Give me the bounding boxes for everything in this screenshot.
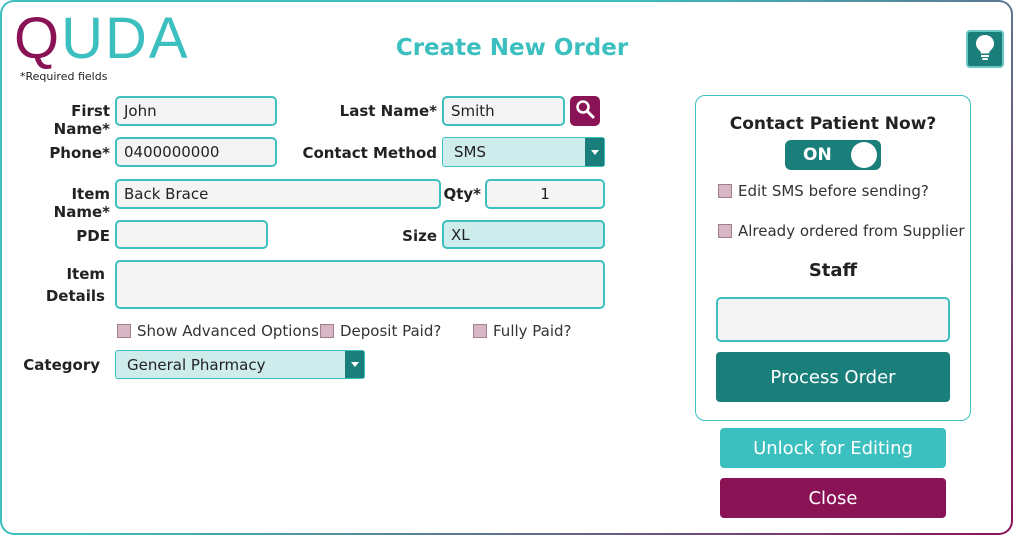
close-button[interactable]: Close [720, 478, 946, 518]
checkbox-box[interactable] [117, 324, 131, 338]
item-name-label: Item Name* [53, 185, 110, 221]
category-value: General Pharmacy [127, 355, 266, 374]
pde-label: PDE [76, 227, 110, 245]
toggle-knob [851, 142, 877, 168]
search-button[interactable] [570, 96, 600, 126]
contact-patient-now-label: Contact Patient Now? [729, 114, 937, 134]
last-name-label: Last Name* [339, 102, 437, 120]
lightbulb-icon [975, 34, 995, 64]
contact-panel [695, 95, 971, 421]
deposit-paid-checkbox[interactable]: Deposit Paid? [320, 322, 441, 340]
contact-now-toggle[interactable]: ON [785, 140, 881, 170]
first-name-input[interactable]: John [115, 96, 277, 126]
fully-paid-checkbox[interactable]: Fully Paid? [473, 322, 572, 340]
contact-method-label: Contact Method [302, 144, 437, 162]
quda-logo: QUDA [14, 6, 190, 71]
last-name-input[interactable]: Smith [442, 96, 565, 126]
checkbox-box[interactable] [718, 184, 732, 198]
staff-label: Staff [808, 260, 858, 281]
qty-input[interactable]: 1 [485, 179, 605, 209]
item-details-label: Item Details [45, 265, 105, 305]
checkbox-box[interactable] [473, 324, 487, 338]
contact-method-select[interactable]: SMS [442, 137, 605, 167]
show-advanced-checkbox[interactable]: Show Advanced Options [117, 322, 319, 340]
checkbox-box[interactable] [718, 224, 732, 238]
item-name-input[interactable]: Back Brace [115, 179, 441, 209]
contact-method-value: SMS [454, 143, 486, 161]
process-order-button[interactable]: Process Order [716, 352, 950, 402]
checkbox-box[interactable] [320, 324, 334, 338]
staff-input[interactable] [716, 297, 950, 342]
category-label: Category [23, 356, 100, 374]
edit-sms-checkbox[interactable]: Edit SMS before sending? [718, 182, 929, 200]
first-name-label: First Name* [53, 102, 110, 138]
size-input[interactable]: XL [442, 220, 605, 249]
search-icon [575, 99, 595, 123]
pde-input[interactable] [115, 220, 268, 249]
category-select[interactable]: General Pharmacy [115, 350, 365, 379]
item-details-textarea[interactable] [115, 260, 605, 309]
qty-label: Qty* [443, 185, 481, 203]
phone-label: Phone* [49, 144, 110, 162]
unlock-for-editing-button[interactable]: Unlock for Editing [720, 428, 946, 468]
phone-input[interactable]: 0400000000 [115, 137, 277, 167]
chevron-down-icon[interactable] [585, 138, 604, 166]
page-title: Create New Order [395, 35, 629, 61]
help-button[interactable] [966, 30, 1004, 68]
chevron-down-icon[interactable] [345, 351, 364, 378]
size-label: Size [402, 227, 437, 245]
already-ordered-checkbox[interactable]: Already ordered from Supplier [718, 222, 965, 240]
required-fields-note: *Required fields [20, 70, 108, 83]
